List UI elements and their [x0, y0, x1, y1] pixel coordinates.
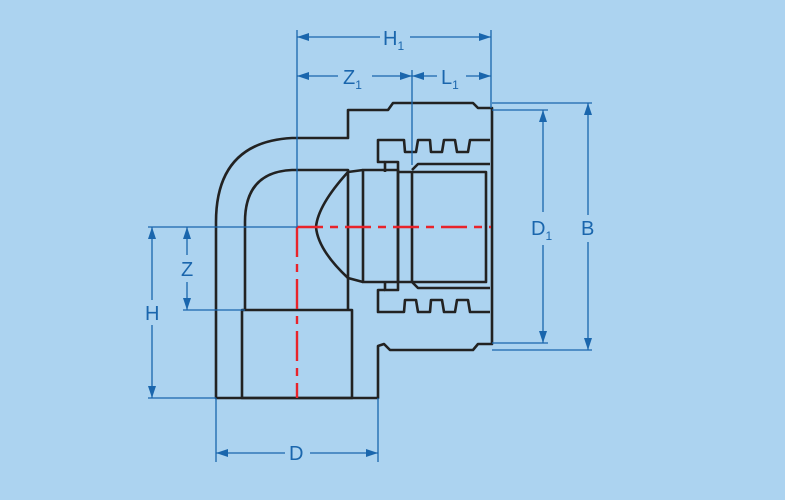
label-b: B: [581, 218, 594, 240]
label-d: D: [289, 443, 303, 465]
label-l1: L1: [441, 67, 459, 92]
label-h: H: [145, 303, 159, 325]
centerlines: [295, 225, 491, 398]
nut-thread-top: [376, 138, 490, 164]
label-z: Z: [181, 259, 193, 281]
elbow-outer-contour: [214, 101, 494, 400]
dimension-labels: H1 Z1 L1 D1 B H Z D: [145, 28, 594, 465]
label-h1: H1: [383, 28, 404, 53]
label-z1: Z1: [343, 67, 362, 92]
fitting-outline: [214, 101, 494, 400]
dimension-lines: [148, 30, 592, 462]
elbow-inner-bore: [243, 168, 350, 310]
nut-thread-bottom: [376, 288, 490, 314]
label-d1: D1: [531, 218, 552, 243]
